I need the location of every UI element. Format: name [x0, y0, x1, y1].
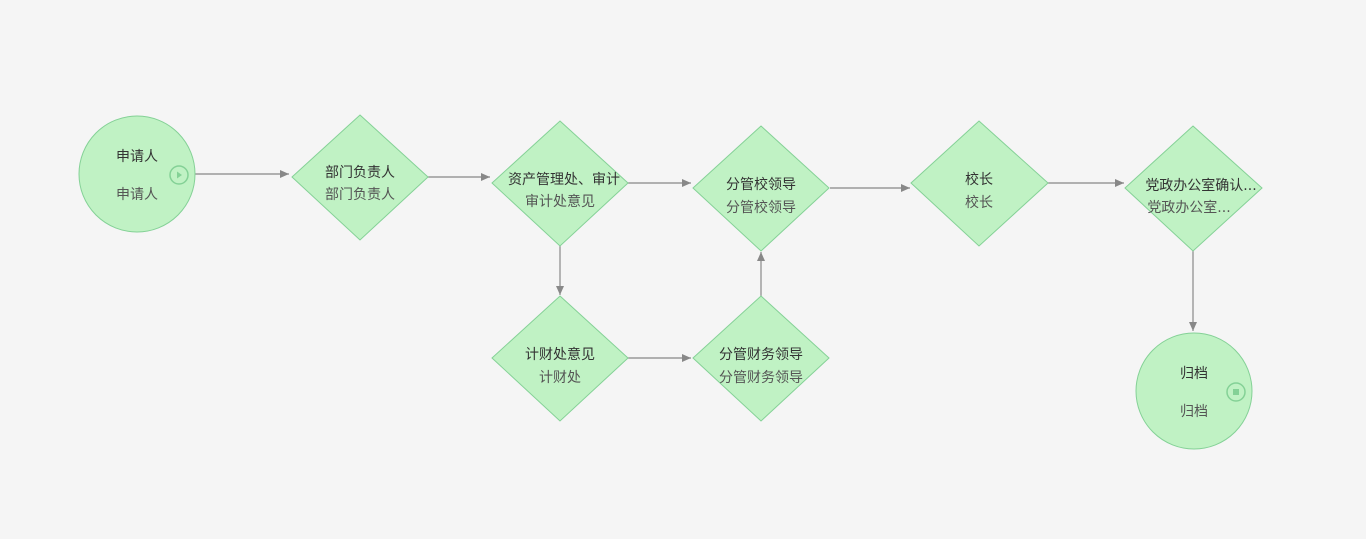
node-title: 部门负责人 — [325, 165, 395, 181]
node-vp-finance[interactable]: 分管财务领导 分管财务领导 — [692, 295, 830, 422]
play-icon — [169, 165, 189, 185]
node-title: 分管财务领导 — [719, 347, 803, 363]
node-subtitle: 审计处意见 — [525, 193, 595, 210]
node-title: 归档 — [1180, 365, 1208, 382]
node-president[interactable]: 校长 校长 — [910, 120, 1049, 247]
node-archive[interactable]: 归档 归档 — [1135, 332, 1253, 450]
node-asset-mgmt[interactable]: 资产管理处、审计 审计处意见 — [491, 120, 629, 247]
node-title: 计财处意见 — [525, 346, 595, 363]
node-title: 资产管理处、审计 — [508, 172, 620, 188]
node-title: 申请人 — [116, 149, 158, 165]
node-subtitle: 归档 — [1180, 403, 1208, 420]
stop-icon — [1226, 382, 1246, 402]
node-start[interactable]: 申请人 申请人 — [78, 115, 196, 233]
node-vp-school[interactable]: 分管校领导 分管校领导 — [692, 125, 830, 252]
node-subtitle: 计财处 — [539, 370, 581, 386]
node-dept-head[interactable]: 部门负责人 部门负责人 — [291, 114, 429, 241]
node-subtitle: 部门负责人 — [325, 187, 395, 203]
node-subtitle: 党政办公室... — [1147, 199, 1230, 216]
node-finance-opinion[interactable]: 计财处意见 计财处 — [491, 295, 629, 422]
node-title: 党政办公室确认... — [1145, 177, 1256, 194]
node-subtitle: 分管财务领导 — [719, 370, 803, 386]
node-subtitle: 申请人 — [116, 187, 158, 203]
node-subtitle: 分管校领导 — [726, 199, 796, 216]
node-title: 分管校领导 — [726, 176, 796, 193]
node-subtitle: 校长 — [965, 194, 993, 211]
node-party-office[interactable]: 党政办公室确认... 党政办公室... — [1124, 125, 1263, 252]
node-title: 校长 — [965, 171, 993, 188]
edges — [195, 170, 1197, 362]
